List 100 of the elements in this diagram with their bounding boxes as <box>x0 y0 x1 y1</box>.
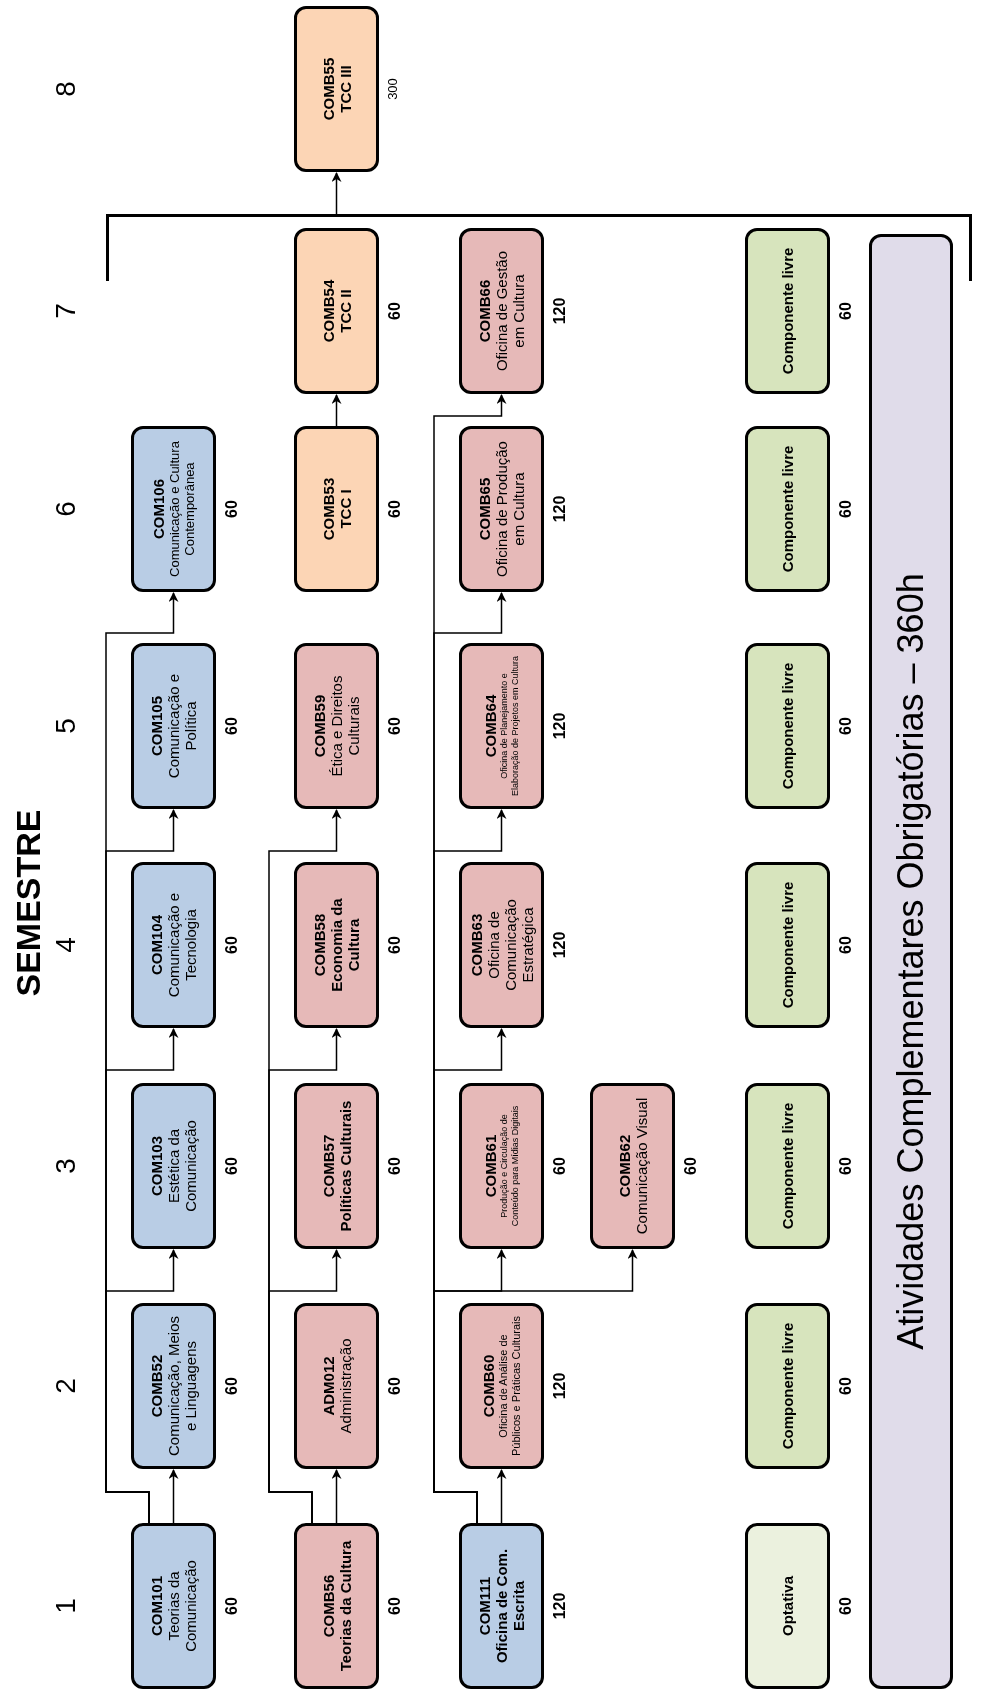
course-box <box>459 426 544 592</box>
course-code: COM101 <box>148 1576 165 1636</box>
hours-label: 60 <box>836 1156 855 1177</box>
course-box <box>459 1523 544 1689</box>
hours-label: 60 <box>222 716 241 737</box>
hours-label: 60 <box>222 935 241 956</box>
course-name: Oficina de Comunicação Estratégica <box>484 898 536 993</box>
course-box <box>294 426 379 592</box>
course-name: Comunicação Visual <box>632 1097 650 1235</box>
course-box <box>459 643 544 809</box>
course-name: Ética e Direitos Culturais <box>328 674 362 779</box>
hours-label: 60 <box>836 716 855 737</box>
hours-label: 120 <box>550 1371 569 1402</box>
semester-number: 6 <box>50 500 82 519</box>
course-code: COMB55 <box>319 57 337 121</box>
course-name: Componente livre <box>779 445 796 573</box>
hours-label: 60 <box>836 935 855 956</box>
arrow <box>268 809 342 1524</box>
course-code: COMB52 <box>148 1354 165 1418</box>
course-box <box>745 862 830 1028</box>
course-box <box>131 426 216 592</box>
course-code: COMB54 <box>319 279 337 343</box>
course-name: Oficina de Produção em Cultura <box>493 440 527 579</box>
course-name: Oficina de Gestão em Cultura <box>493 249 527 374</box>
hours-label: 60 <box>550 1156 569 1177</box>
course-code: COMB53 <box>319 477 337 541</box>
course-box <box>294 6 379 172</box>
course-box <box>745 426 830 592</box>
course-name: Componente livre <box>779 881 796 1009</box>
course-name: Economia da Cultura <box>328 897 362 994</box>
course-name: Componente livre <box>779 662 796 790</box>
hours-label: 60 <box>836 1596 855 1617</box>
hours-label: 120 <box>550 296 569 327</box>
semester-number: 4 <box>50 936 82 955</box>
course-code: COM104 <box>148 915 165 975</box>
hours-label: 60 <box>385 499 404 520</box>
course-name: Oficina de Análise de Públicos e Práticas Culturais <box>497 1315 523 1458</box>
course-code: COMB61 <box>482 1134 499 1198</box>
arrow <box>331 172 342 215</box>
course-name: Comunicação e Tecnologia <box>165 891 199 1000</box>
course-name: TCC II <box>336 289 354 333</box>
hours-label: 60 <box>681 1156 700 1177</box>
hours-label: 120 <box>550 1591 569 1622</box>
course-code: COMB57 <box>319 1134 337 1198</box>
course-box <box>294 1523 379 1689</box>
course-code: COMB58 <box>311 913 328 977</box>
course-box <box>590 1083 675 1249</box>
course-code: ADM012 <box>319 1356 337 1416</box>
course-name: Optativa <box>779 1576 796 1636</box>
hours-label: 120 <box>550 930 569 961</box>
course-name: Oficina de Planejamento e Elaboração de Projetos em Cultura <box>499 654 521 798</box>
hours-label: 120 <box>550 711 569 742</box>
course-name: Produção e Circulação de Conteúdo para Mídias Digitais <box>499 1104 521 1229</box>
course-box <box>459 228 544 394</box>
hours-label: 60 <box>385 1596 404 1617</box>
course-name: TCC III <box>336 65 354 113</box>
course-box <box>745 1303 830 1469</box>
course-box <box>131 643 216 809</box>
course-code: COM103 <box>148 1136 165 1196</box>
semester-number: 8 <box>50 80 82 99</box>
course-box <box>459 862 544 1028</box>
course-box <box>294 1083 379 1249</box>
course-box <box>131 1083 216 1249</box>
course-code: COMB66 <box>476 279 493 343</box>
hours-label: 60 <box>836 301 855 322</box>
hours-label: 60 <box>385 1376 404 1397</box>
hours-label: 60 <box>222 499 241 520</box>
hours-label: 60 <box>385 716 404 737</box>
hours-label: 60 <box>222 1156 241 1177</box>
activities-band <box>869 234 953 1689</box>
course-box <box>745 1523 830 1689</box>
course-code: COM106 <box>150 479 167 539</box>
course-name: Comunicação, Meios e Linguagens <box>165 1314 199 1458</box>
course-name: Componente livre <box>779 1102 796 1230</box>
hours-label: 300 <box>384 77 401 102</box>
course-code: COMB62 <box>615 1134 633 1198</box>
semester-number: 7 <box>50 302 82 321</box>
course-code: COMB64 <box>482 694 499 758</box>
course-code: COMB60 <box>480 1354 497 1418</box>
course-code: COMB59 <box>311 694 328 758</box>
hours-label: 60 <box>222 1376 241 1397</box>
hours-label: 60 <box>222 1596 241 1617</box>
course-box <box>459 1303 544 1469</box>
course-name: Teorias da Cultura <box>336 1540 354 1672</box>
hours-label: 120 <box>550 494 569 525</box>
course-code: COMB63 <box>467 913 485 977</box>
hours-label: 60 <box>836 499 855 520</box>
course-box <box>745 643 830 809</box>
course-name: Teorias da Comunicação <box>165 1559 199 1654</box>
course-box <box>294 643 379 809</box>
course-name: Comunicação e Política <box>165 672 199 781</box>
course-box <box>294 862 379 1028</box>
course-box <box>294 1303 379 1469</box>
course-code: COM105 <box>148 696 165 756</box>
hours-label: 60 <box>385 301 404 322</box>
hours-label: 60 <box>385 1156 404 1177</box>
course-name: Componente livre <box>779 247 796 375</box>
course-box <box>294 228 379 394</box>
course-box <box>131 1523 216 1689</box>
course-box <box>459 1083 544 1249</box>
